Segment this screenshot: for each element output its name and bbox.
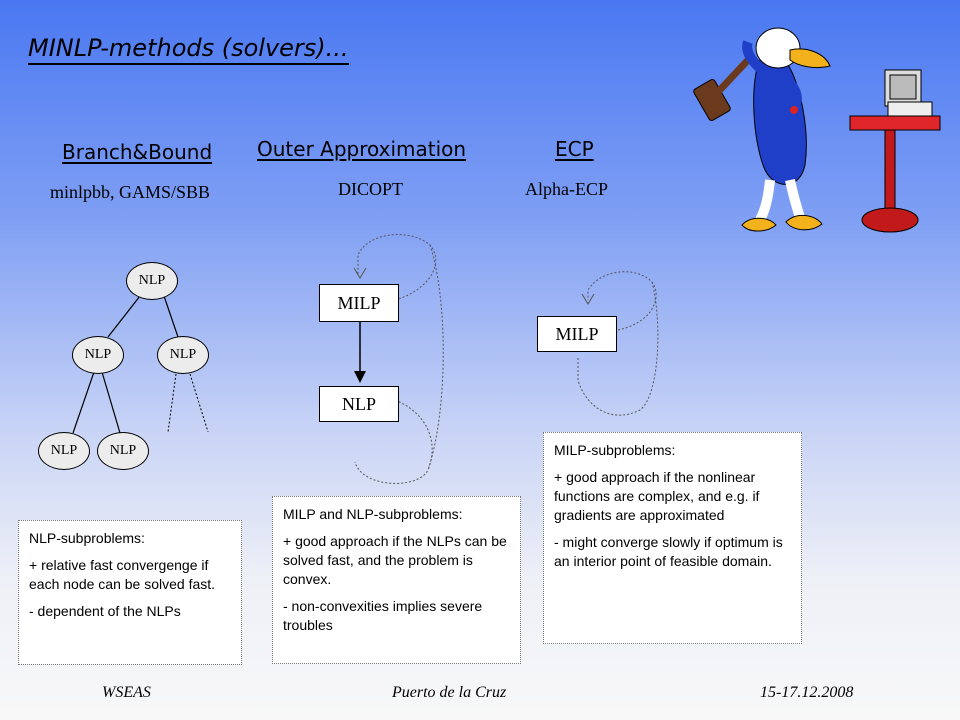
tree-node-root: NLP (126, 262, 178, 300)
tree-node-level2-right: NLP (97, 432, 149, 470)
oa-milp-box: MILP (319, 284, 399, 322)
page-title: MINLP-methods (solvers)... (28, 34, 349, 65)
ecp-loop-arrowhead (581, 293, 595, 305)
tree-node-level2-left: NLP (38, 432, 90, 470)
footer-right: 15-17.12.2008 (760, 684, 854, 701)
note-ecp-heading: MILP-subproblems: (554, 442, 676, 458)
tree-node-level1-right: NLP (157, 336, 209, 374)
footer-left: WSEAS (102, 684, 151, 701)
oa-loop-arrowhead (353, 267, 367, 279)
oa-loop-top (357, 234, 437, 301)
tree-edge-root-right (163, 295, 179, 338)
footer-center: Puerto de la Cruz (392, 684, 507, 701)
note-oa-con: - non-convexities implies severe trouble… (283, 598, 483, 633)
bb-tools: minlpbb, GAMS/SBB (50, 182, 211, 202)
ecp-milp-box: MILP (537, 316, 617, 352)
ecp-loop-side (577, 281, 659, 416)
note-branch-and-bound: NLP-subproblems: + relative fast converg… (18, 520, 242, 665)
note-oa-heading: MILP and NLP-subproblems: (283, 506, 463, 522)
tree-edge-left-left (72, 371, 95, 434)
oa-tools: DICOPT (338, 179, 404, 199)
note-oa-pro: + good approach if the NLPs can be solve… (283, 533, 507, 587)
note-ecp-pro: + good approach if the nonlinear functio… (554, 469, 760, 523)
note-bb-pro: + relative fast convergenge if each node… (29, 557, 216, 592)
duck-with-hammer-illustration (693, 27, 941, 233)
tree-edge-dotted-left (167, 373, 177, 433)
note-bb-con: - dependent of the NLPs (29, 603, 181, 619)
method-outer-approximation: Outer Approximation (257, 137, 467, 161)
tree-edge-left-right (101, 371, 121, 434)
note-ecp-con: - might converge slowly if optimum is an… (554, 534, 783, 569)
ecp-tools: Alpha-ECP (525, 179, 608, 199)
method-ecp: ECP (555, 137, 594, 161)
note-outer-approximation: MILP and NLP-subproblems: + good approac… (272, 496, 521, 664)
oa-loop-bottom (354, 399, 433, 484)
note-ecp: MILP-subproblems: + good approach if the… (543, 432, 802, 644)
tree-node-level1-left: NLP (72, 336, 124, 374)
tree-edge-root-left (107, 295, 141, 338)
oa-nlp-box: NLP (319, 386, 399, 422)
note-bb-heading: NLP-subproblems: (29, 530, 145, 546)
method-branch-and-bound: Branch&Bound (62, 140, 213, 164)
ecp-loop-top (587, 271, 657, 331)
tree-edge-dotted-right (189, 373, 209, 433)
